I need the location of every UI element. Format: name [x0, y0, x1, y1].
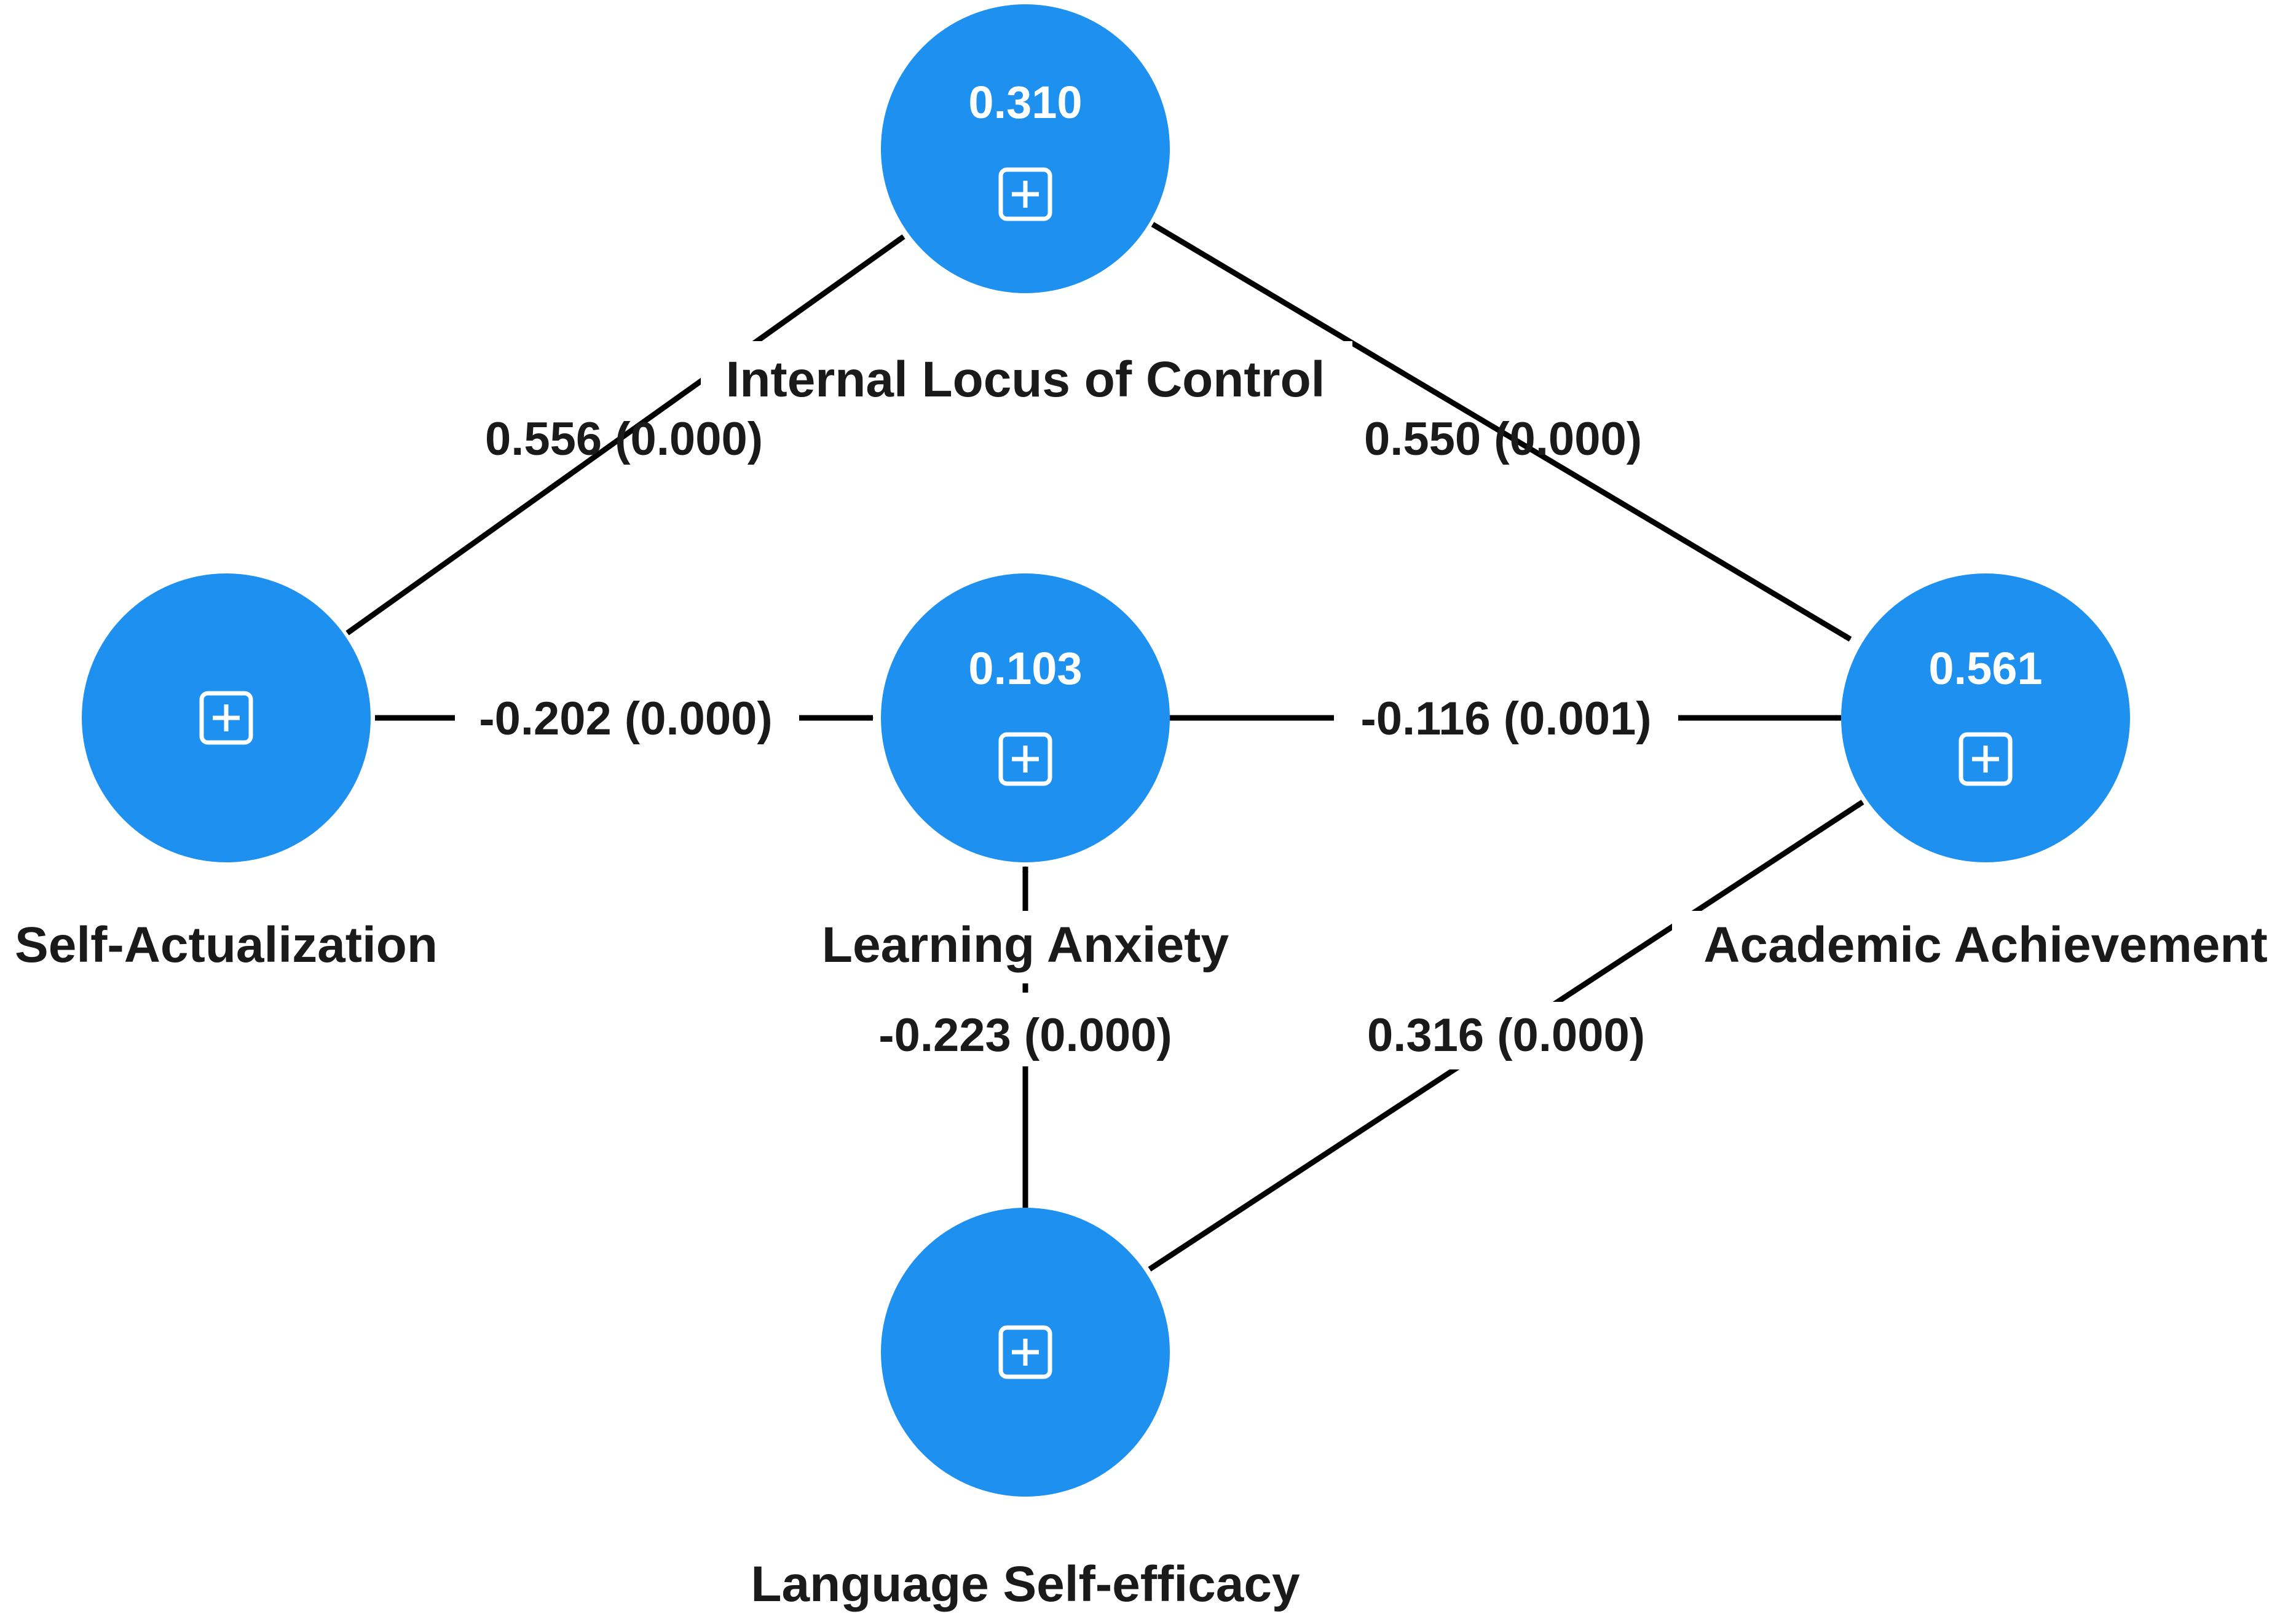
- node-label: Academic Achievement: [1703, 917, 2268, 973]
- node-r2-value: 0.561: [1928, 643, 2042, 694]
- expand-icon[interactable]: [1959, 732, 2013, 786]
- edge-label-ilc-aa: 0.550 (0.000): [1364, 413, 1642, 465]
- node-internal-locus-of-control[interactable]: 0.310 Internal Locus of Control: [701, 4, 1352, 415]
- edge-label-lse-la: -0.223 (0.000): [878, 1009, 1172, 1061]
- edge-sa-ilc: [345, 234, 905, 636]
- node-label: Learning Anxiety: [822, 917, 1229, 973]
- expand-icon[interactable]: [199, 691, 253, 745]
- edge-labels: 0.556 (0.000) 0.550 (0.000) -0.202 (0.00…: [455, 413, 1678, 1069]
- node-language-self-efficacy[interactable]: Language Self-efficacy: [751, 1208, 1300, 1612]
- edge-ilc-aa: [1151, 222, 1852, 642]
- node-r2-value: 0.310: [968, 77, 1082, 128]
- expand-icon[interactable]: [998, 1325, 1052, 1379]
- node-self-actualization[interactable]: Self-Actualization: [15, 573, 438, 973]
- edge-label-lse-aa: 0.316 (0.000): [1367, 1009, 1645, 1061]
- expand-icon[interactable]: [998, 167, 1052, 221]
- nodes: 0.310 Internal Locus of Control Self-Act…: [15, 4, 2287, 1612]
- edge-label-sa-ilc: 0.556 (0.000): [485, 413, 763, 465]
- node-learning-anxiety[interactable]: 0.103 Learning Anxiety: [799, 573, 1252, 983]
- expand-icon[interactable]: [998, 732, 1052, 786]
- node-label: Self-Actualization: [15, 917, 438, 973]
- node-label: Internal Locus of Control: [726, 352, 1325, 407]
- node-r2-value: 0.103: [968, 643, 1082, 694]
- edge-label-la-aa: -0.116 (0.001): [1360, 693, 1651, 745]
- edge-label-sa-la: -0.202 (0.000): [479, 693, 772, 745]
- node-academic-achievement[interactable]: 0.561 Academic Achievement: [1672, 573, 2287, 983]
- node-label: Language Self-efficacy: [751, 1556, 1300, 1612]
